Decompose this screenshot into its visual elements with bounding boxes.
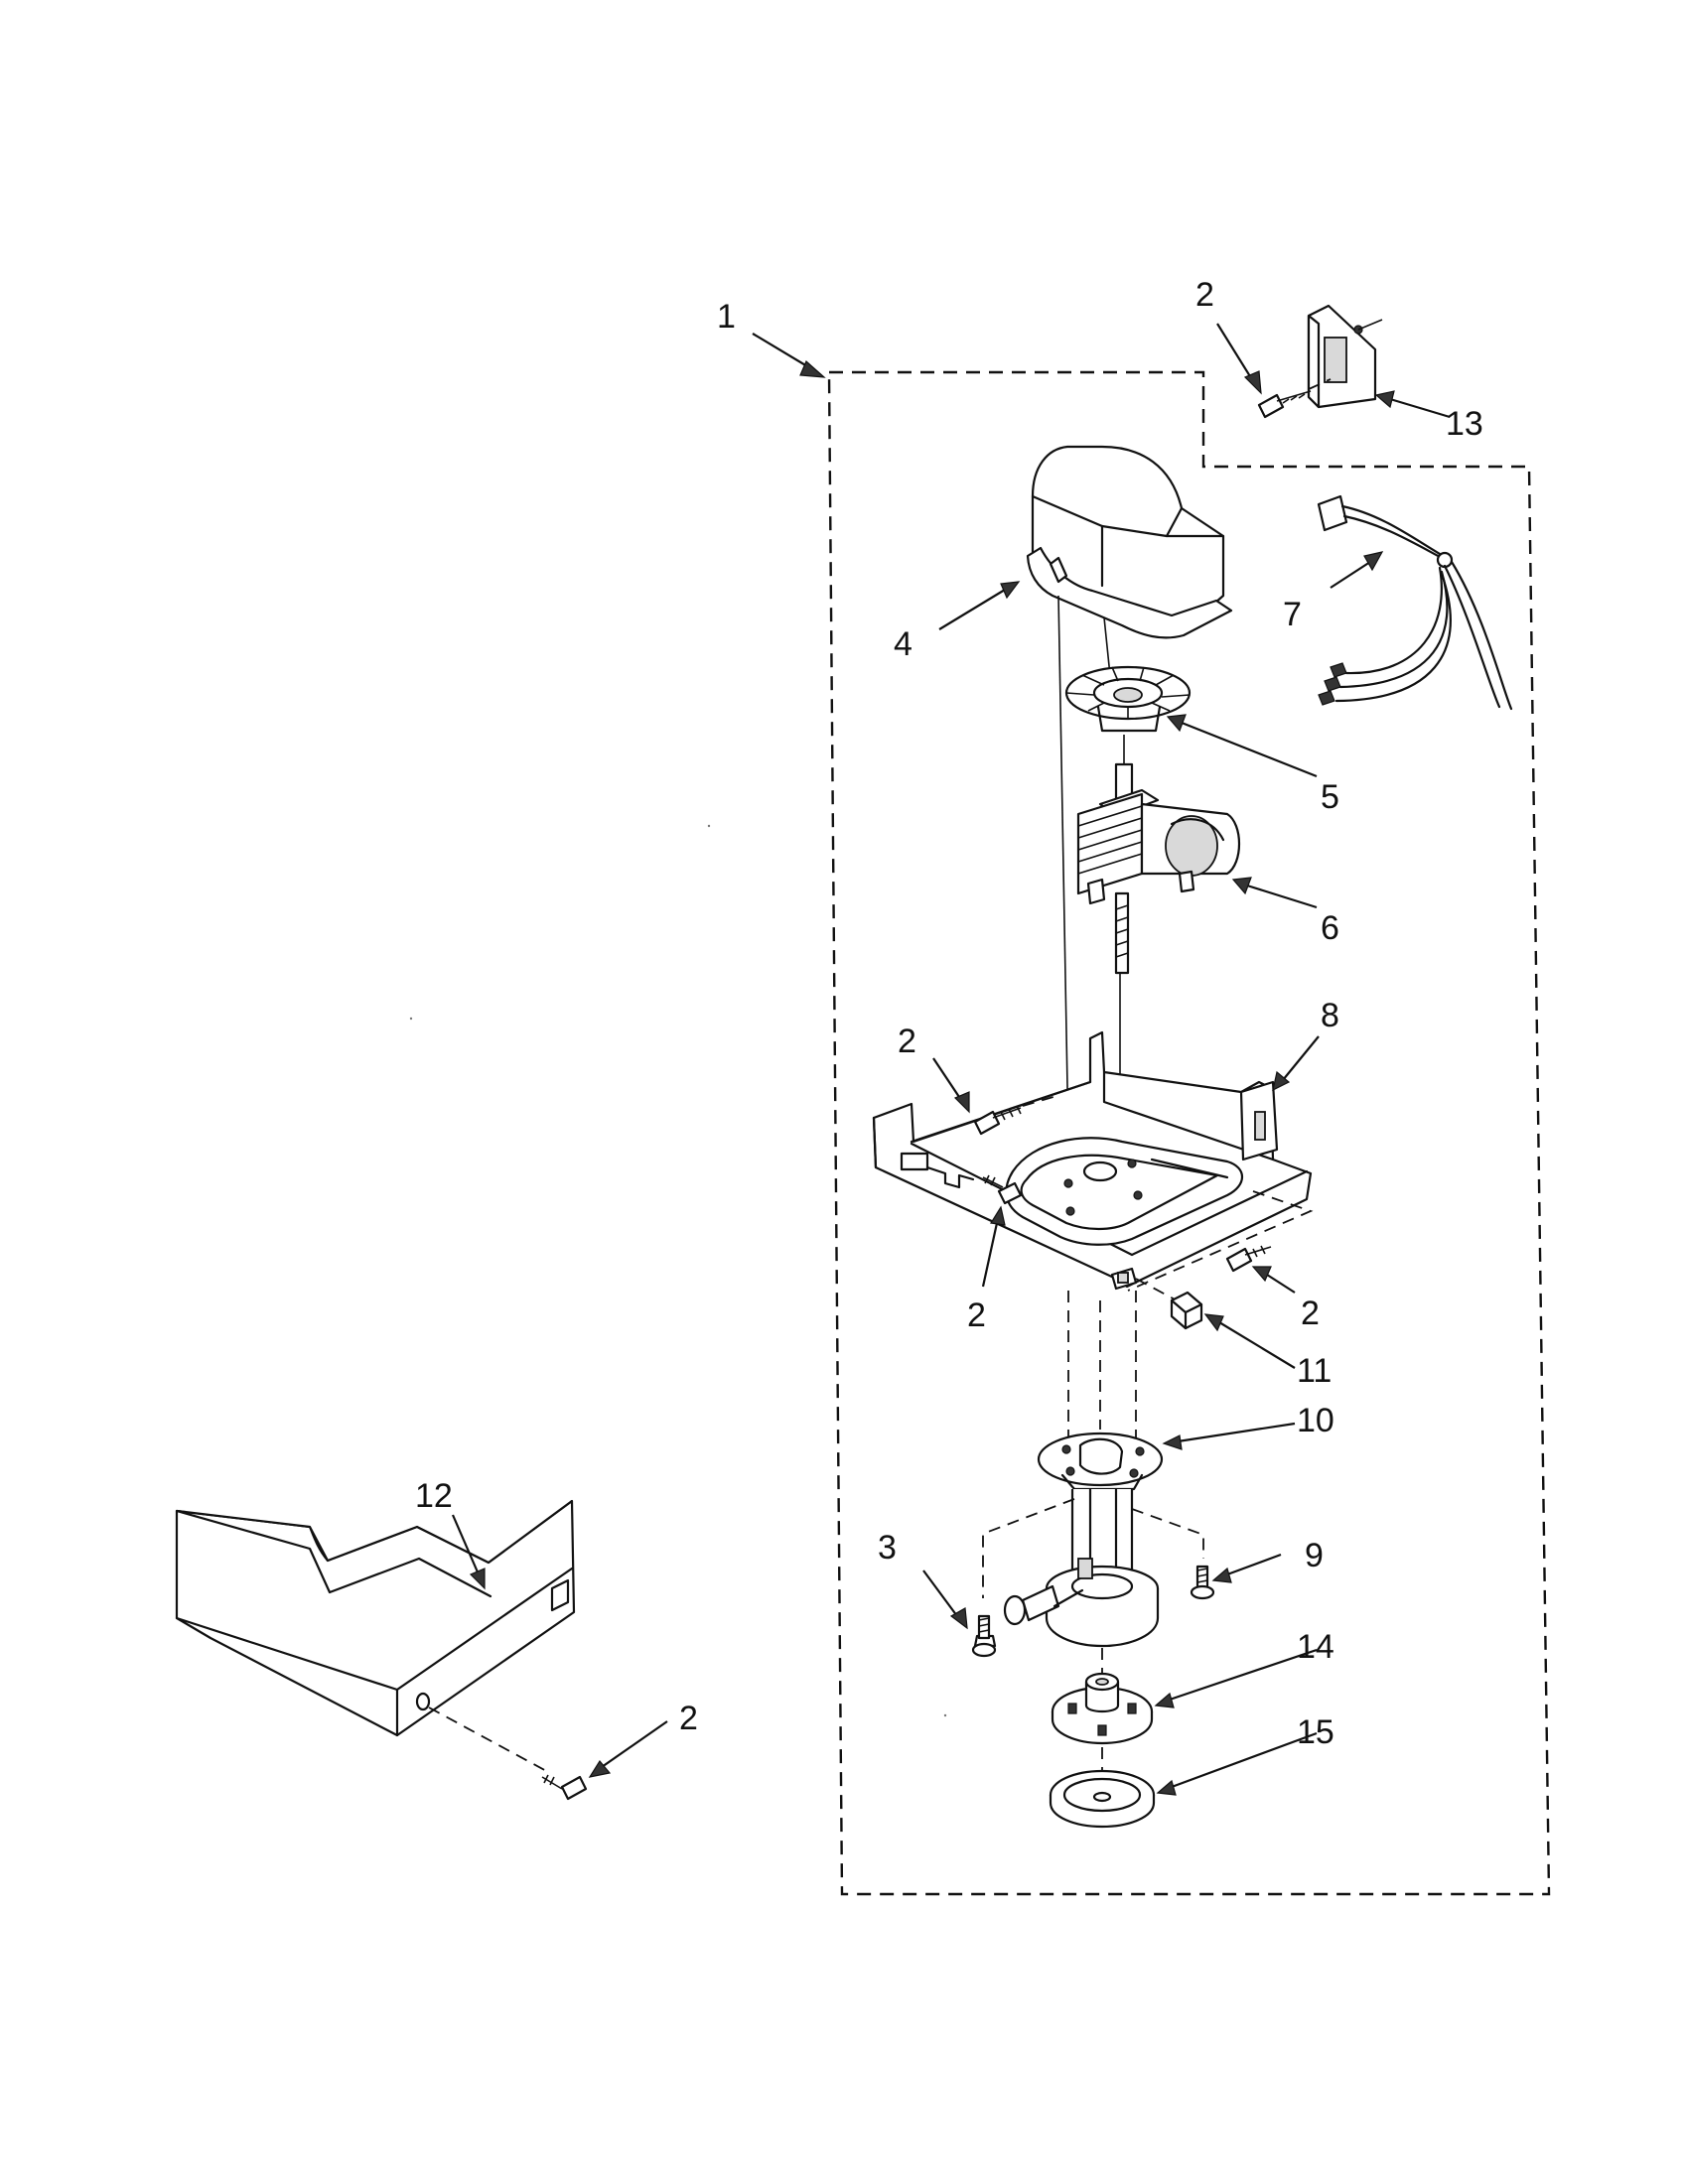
callout-11: 11	[1297, 1352, 1332, 1390]
part-5-fan-blade	[1064, 665, 1192, 733]
assembly-boundary	[827, 370, 1551, 1896]
callout-5: 5	[1321, 778, 1339, 816]
part-12-cover-panel	[175, 1499, 576, 1737]
part-14-impeller	[1051, 1672, 1154, 1745]
callout-3: 3	[878, 1529, 897, 1567]
callout-13: 13	[1446, 405, 1483, 443]
callout-2: 2	[967, 1297, 986, 1334]
callout-labels: 1 2 13 4 7 5 6 2 8 2 2 11 10 12 3 9 14 2…	[415, 276, 1483, 1751]
part-4-motor-cover	[1026, 445, 1233, 639]
screw-9	[1190, 1565, 1215, 1600]
callout-14: 14	[1297, 1628, 1334, 1666]
part-10-flange	[1037, 1432, 1164, 1491]
screw-2a	[1257, 378, 1332, 419]
callout-1: 1	[717, 298, 736, 336]
part-15-seal	[1049, 1769, 1156, 1829]
callout-2: 2	[679, 1700, 698, 1737]
leader-arrows	[451, 323, 1451, 1796]
part-13-bracket	[1307, 304, 1383, 409]
callout-4: 4	[894, 625, 912, 663]
callout-9: 9	[1305, 1537, 1324, 1574]
screw-3	[971, 1614, 997, 1658]
part-11-clip	[1170, 1291, 1203, 1330]
screw-2d	[1225, 1245, 1272, 1273]
screw-2c	[982, 1174, 1023, 1205]
callout-2: 2	[898, 1023, 916, 1060]
pump-housing	[1003, 1487, 1160, 1648]
part-6-fan-motor	[1076, 762, 1240, 975]
part-8-base-bracket	[872, 1030, 1313, 1291]
callout-6: 6	[1321, 909, 1339, 947]
callout-12: 12	[415, 1477, 453, 1515]
part-7-wire-harness	[1317, 494, 1513, 711]
callout-2: 2	[1301, 1295, 1320, 1332]
screw-2b	[973, 1095, 1057, 1136]
callout-7: 7	[1283, 596, 1302, 633]
callout-2: 2	[1195, 276, 1214, 314]
callout-10: 10	[1297, 1402, 1334, 1439]
callout-15: 15	[1297, 1713, 1334, 1751]
screw-2e	[541, 1774, 588, 1801]
callout-8: 8	[1321, 997, 1339, 1034]
